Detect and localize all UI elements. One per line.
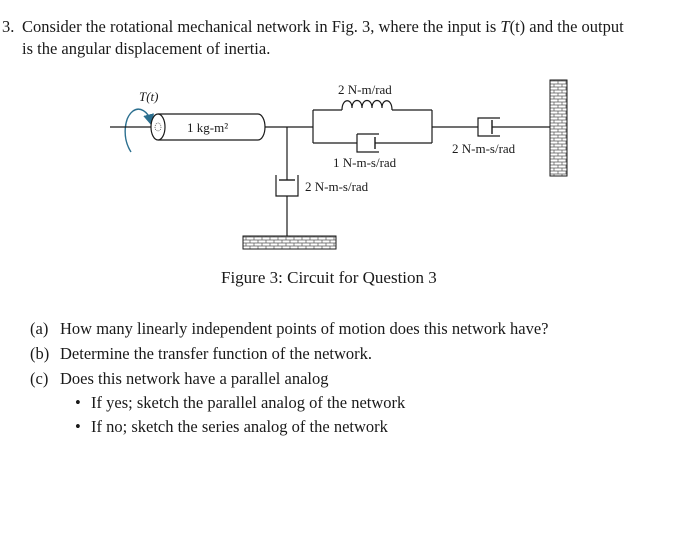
damper-right-label: 2 N-m-s/rad [452,141,516,156]
bullet-symbol: • [75,417,81,436]
damper-ground-label: 2 N-m-s/rad [305,179,369,194]
right-wall-ground [549,79,568,177]
right-damper-icon [477,117,550,137]
parallel-branch [312,109,433,144]
part-c-label: (c) [30,369,49,388]
bullet-text: If no; sketch the series analog of the n… [91,417,388,436]
input-argument: (t) [509,17,526,36]
question-number: 3. [2,17,15,36]
question-text-part2: and the output [525,17,624,36]
parallel-damper-icon [356,133,379,153]
figure-caption: Figure 3: Circuit for Question 3 [221,268,437,287]
torque-label: T(t) [139,89,159,104]
question-text-line2: is the angular displacement of inertia. [22,39,271,58]
part-a-text: How many linearly independent points of … [60,319,549,338]
question-text-part1: Consider the rotational mechanical netwo… [22,17,501,36]
spring-icon [341,99,393,111]
inertia-label: 1 kg-m² [187,120,228,135]
bullet-item: • If yes; sketch the parallel analog of t… [75,393,405,413]
part-b-text: Determine the transfer function of the n… [60,344,373,363]
ground-damper-icon [275,168,299,236]
input-symbol: T [500,17,510,36]
bullet-text: If yes; sketch the parallel analog of th… [91,393,406,412]
part-a-label: (a) [30,319,49,338]
torque-arrow-icon [124,108,155,153]
inertia-cylinder [150,113,266,141]
spring-label: 2 N-m/rad [338,82,392,97]
bottom-wall-ground [242,235,337,250]
bullet-item: • If no; sketch the series analog of the … [75,417,388,437]
part-c: (c) Does this network have a parallel ana… [30,369,329,389]
question-text-line1: Consider the rotational mechanical netwo… [22,17,624,37]
part-b: (b) Determine the transfer function of th… [30,344,372,364]
bullet-symbol: • [75,393,81,412]
part-a: (a) How many linearly independent points … [30,319,548,339]
part-c-text: Does this network have a parallel analog [60,369,329,388]
part-b-label: (b) [30,344,50,363]
damper-parallel-label: 1 N-m-s/rad [333,155,397,170]
